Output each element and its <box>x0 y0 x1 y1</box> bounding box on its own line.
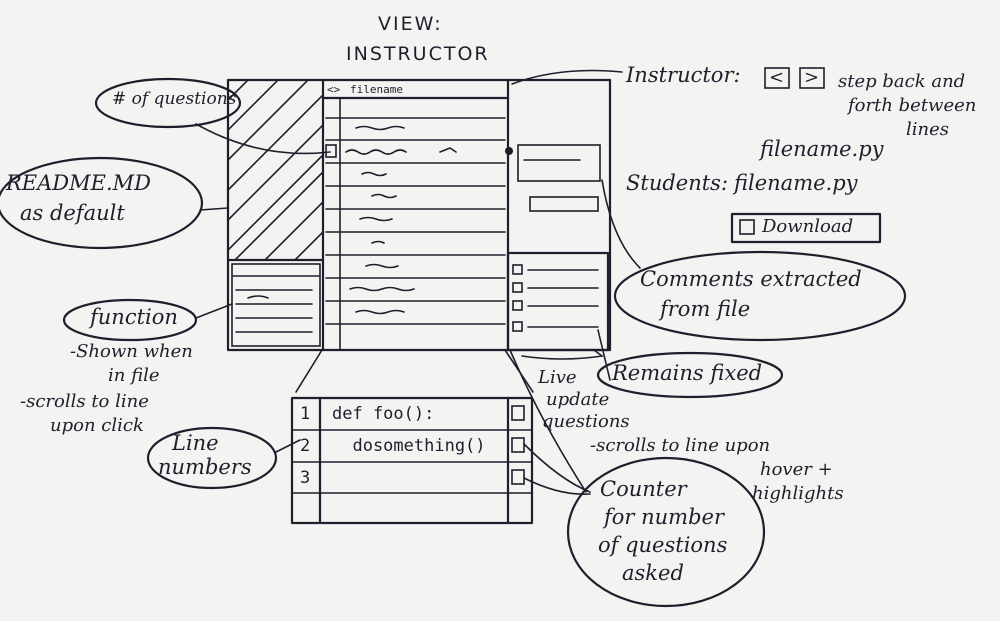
download-label: Download <box>762 216 854 237</box>
filename-label-2: filename.py <box>734 171 858 195</box>
live-label-6: highlights <box>752 483 844 504</box>
live-label-1: Live <box>538 367 577 388</box>
function-note-1: -Shown when <box>70 341 193 362</box>
back-button-label: < <box>769 67 785 88</box>
num-questions-bubble <box>94 77 242 129</box>
counter-label-3: of questions <box>598 533 728 557</box>
filename-label-1: filename.py <box>760 137 884 161</box>
connector-readme <box>199 207 229 211</box>
readme-label-2: as default <box>20 201 125 225</box>
function-note-2: in file <box>108 365 160 386</box>
readme-label-1: README.MD <box>6 171 151 195</box>
remains-fixed-bubble <box>596 351 784 399</box>
counter-label-4: asked <box>622 561 684 585</box>
wireframe-outer <box>226 78 612 352</box>
code-zoom-box <box>290 349 534 525</box>
line-numbers-label-2: numbers <box>158 455 252 479</box>
readme-panel <box>228 80 323 260</box>
readme-bubble <box>0 156 204 250</box>
line-number: 3 <box>300 468 311 488</box>
line-number: 1 <box>300 404 311 424</box>
instructor-note-1: step back and <box>838 71 966 92</box>
forward-button-sketch <box>799 67 825 89</box>
remains-fixed-label: Remains fixed <box>612 361 763 385</box>
instructor-label: Instructor: <box>626 63 741 87</box>
live-label-4: -scrolls to line upon <box>590 435 771 456</box>
view-title: VIEW: <box>378 13 443 35</box>
instructor-note-2: forth between <box>848 95 977 116</box>
connector-remains-fixed <box>597 329 611 381</box>
download-button-sketch <box>730 212 882 244</box>
connector-line-numbers <box>275 439 301 453</box>
live-label-5: hover + <box>760 459 833 480</box>
connector-instructor <box>511 69 623 85</box>
current-line-dot <box>505 147 513 155</box>
connector-counter-1 <box>523 443 591 493</box>
live-label-3: questions <box>542 411 630 432</box>
connector-comments <box>601 179 641 269</box>
connector-function <box>195 303 233 319</box>
back-button-sketch <box>764 67 790 89</box>
function-list-panel <box>231 263 321 347</box>
students-label: Students: <box>626 171 729 195</box>
comments-label-1: Comments extracted <box>640 267 862 291</box>
code-line: dosomething() <box>332 436 486 456</box>
questions-panel <box>506 251 610 360</box>
file-tab: filename <box>350 83 403 96</box>
code-line: def foo(): <box>332 404 435 424</box>
function-note-3: -scrolls to line <box>20 391 149 412</box>
counter-label-2: for number <box>604 505 725 529</box>
line-numbers-bubble <box>146 426 278 490</box>
connector-num-questions <box>195 123 331 155</box>
comments-panel <box>517 144 601 212</box>
function-bubble <box>62 298 198 342</box>
file-icon: <> <box>327 83 341 96</box>
line-number: 2 <box>300 436 311 456</box>
forward-button-label: > <box>804 67 820 88</box>
live-label-2: update <box>546 389 610 410</box>
instructor-note-3: lines <box>906 119 949 140</box>
comments-bubble <box>613 250 907 342</box>
line-numbers-label-1: Line <box>172 431 219 455</box>
function-note-4: upon click <box>50 415 144 436</box>
counter-bubble <box>566 456 766 608</box>
connector-live <box>509 349 587 493</box>
num-questions-label: # of questions <box>112 89 237 109</box>
code-panel <box>321 78 513 352</box>
counter-label-1: Counter <box>600 477 687 501</box>
view-subtitle: INSTRUCTOR <box>346 43 490 65</box>
connector-counter-2 <box>523 477 591 495</box>
function-label: function <box>90 305 178 329</box>
comments-label-2: from file <box>660 297 751 321</box>
